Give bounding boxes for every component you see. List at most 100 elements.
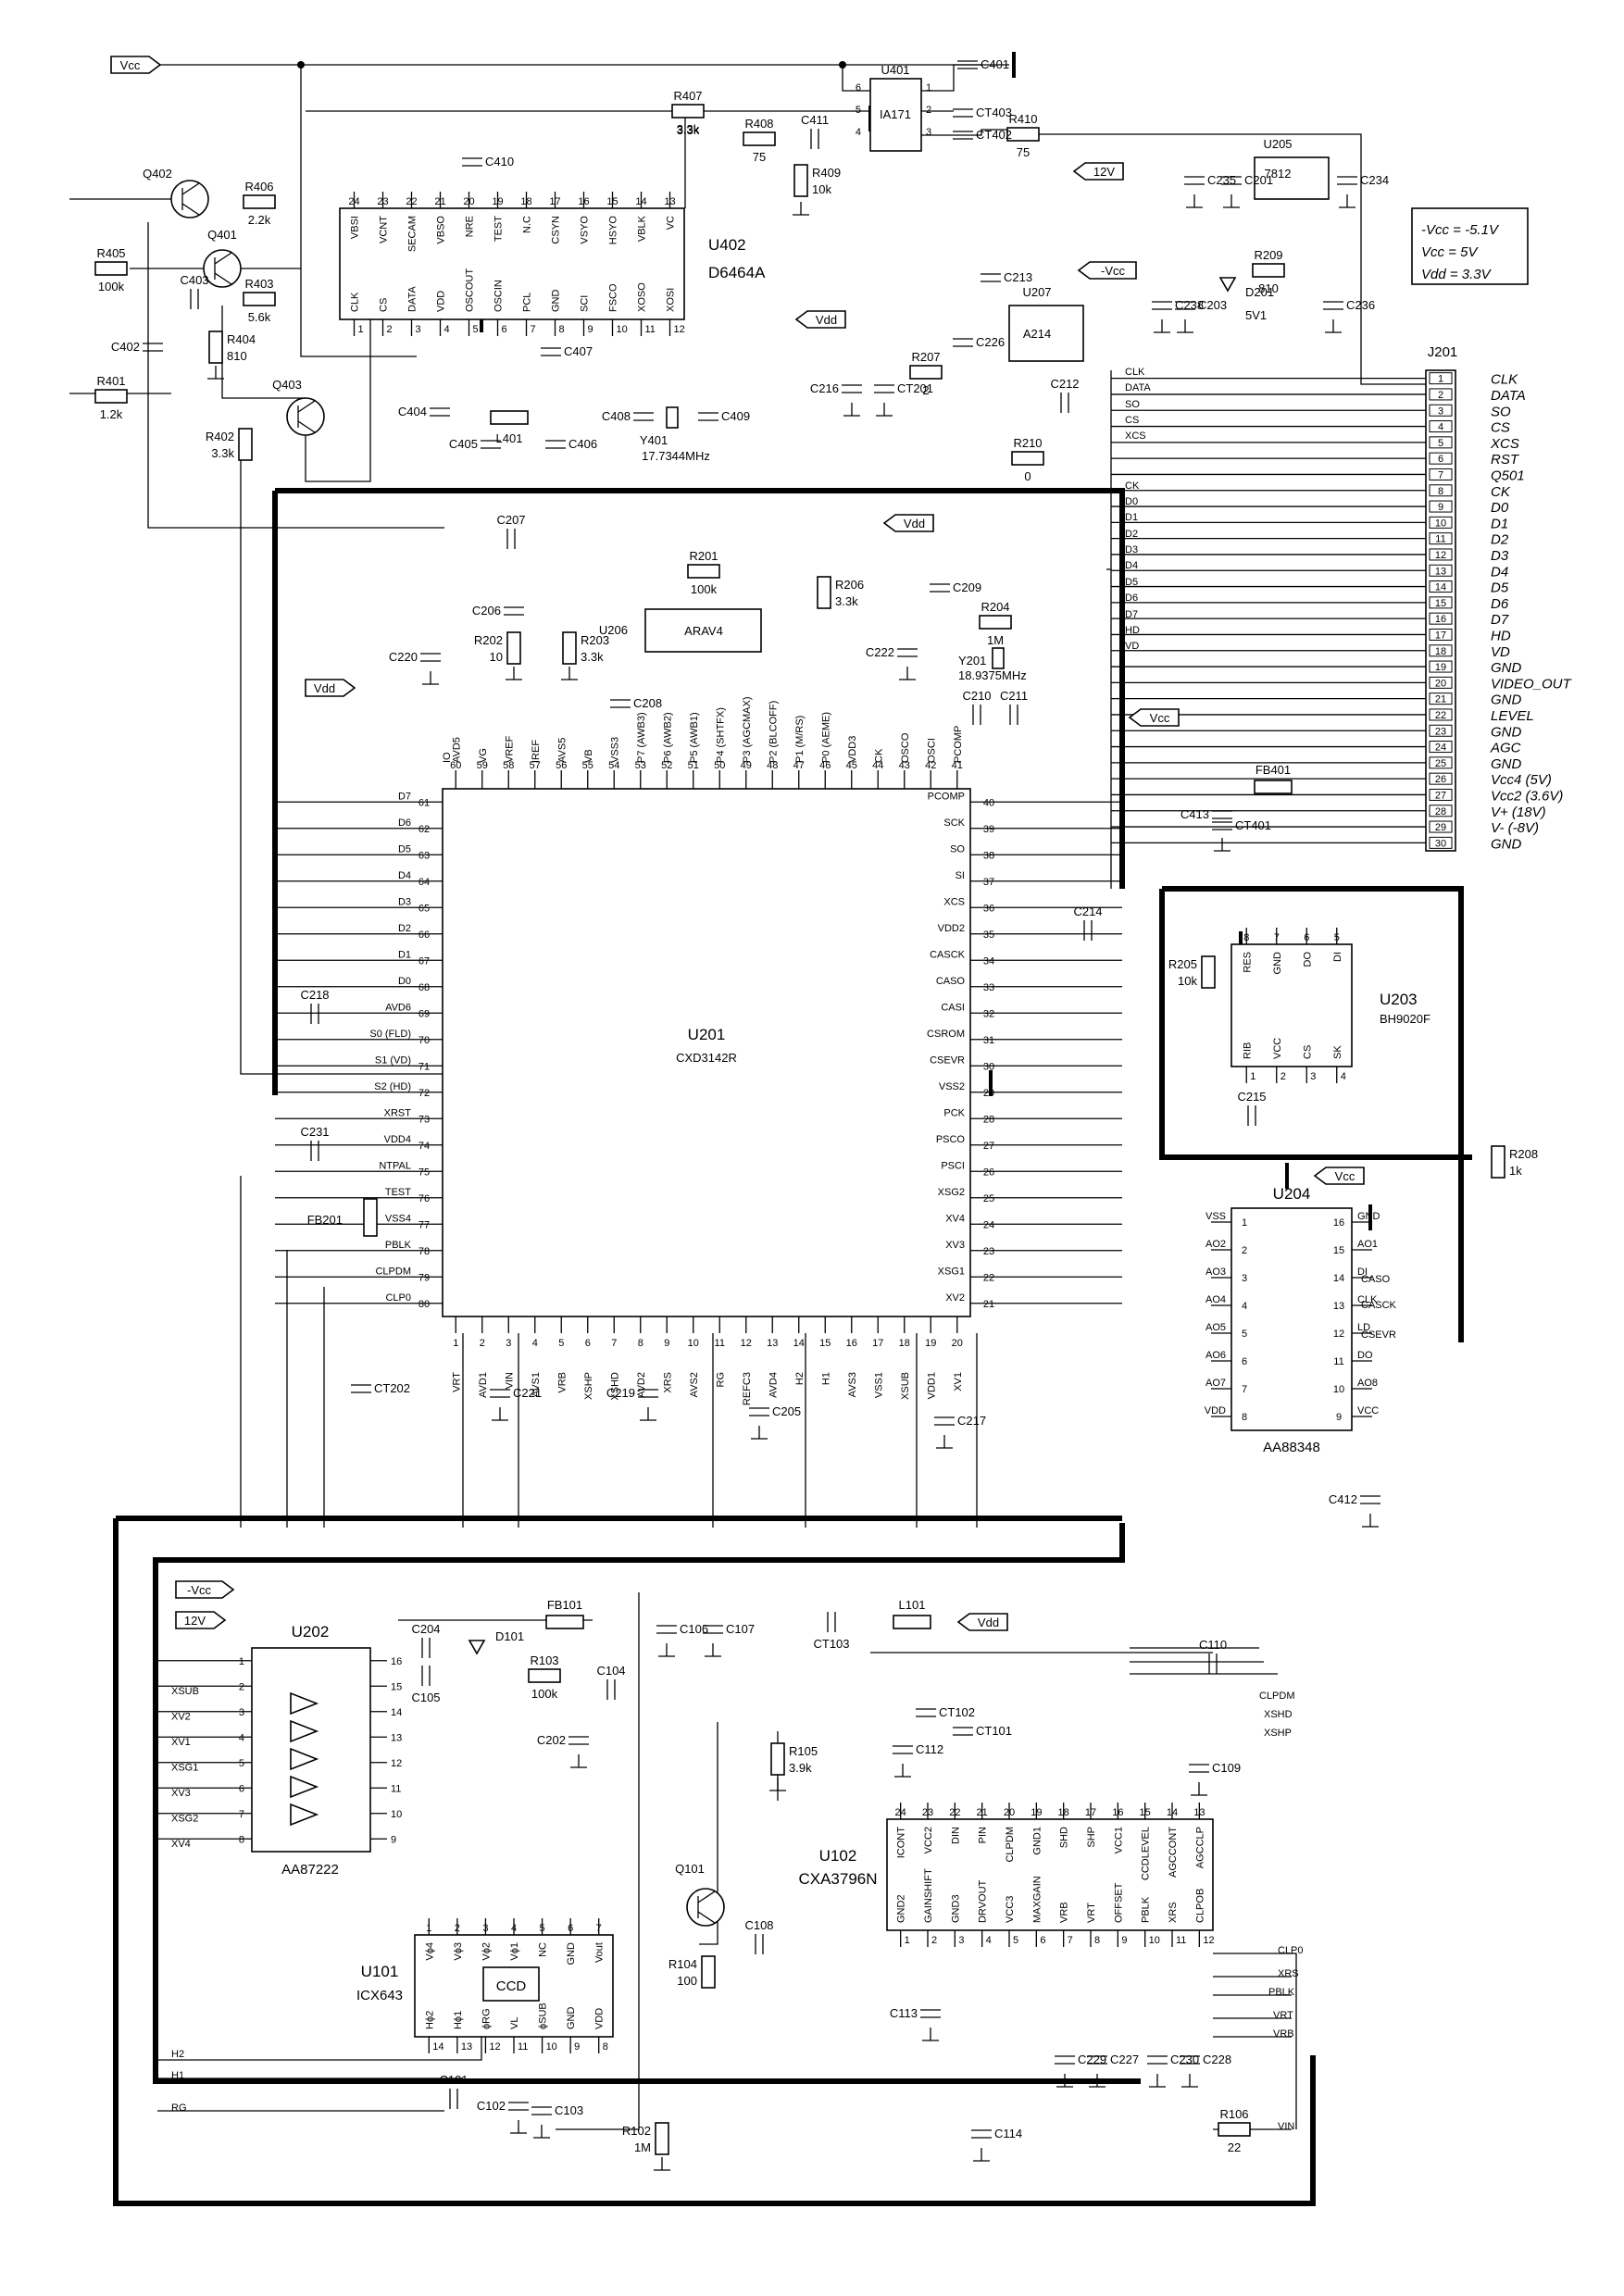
resistor-value: 3.3k bbox=[835, 594, 858, 608]
pin-name: CLK bbox=[350, 292, 361, 312]
pin-name: CASO bbox=[936, 976, 966, 987]
pin-name: VB bbox=[583, 749, 594, 763]
connector-pin-label: GND bbox=[1491, 660, 1522, 676]
pin-number: 24 bbox=[348, 196, 359, 207]
capacitor-ref: C402 bbox=[111, 340, 140, 354]
capacitor-ref: C209 bbox=[953, 580, 981, 594]
pin-number: 6 bbox=[856, 82, 861, 94]
capacitor-ref: C231 bbox=[300, 1125, 329, 1139]
resistor-ref: R405 bbox=[96, 246, 125, 260]
pin-number: 11 bbox=[715, 1338, 725, 1349]
capacitor-ref: C207 bbox=[496, 513, 525, 527]
resistor-value: 3.3k bbox=[581, 650, 604, 664]
pin-number: 23 bbox=[983, 1246, 994, 1257]
capacitor-ref: C102 bbox=[477, 2099, 506, 2113]
pin-number: 19 bbox=[1031, 1807, 1042, 1818]
pin-name: IREF bbox=[531, 740, 542, 763]
pin-number: 11 bbox=[1333, 1356, 1343, 1367]
pin-name: AGCCONT bbox=[1168, 1827, 1179, 1878]
pin-number: 8 bbox=[603, 2041, 608, 2053]
resistor-ref: R210 bbox=[1013, 436, 1042, 450]
connector-pin bbox=[1429, 388, 1453, 401]
transistor-body bbox=[686, 1888, 725, 1927]
pin-number: 8 bbox=[1438, 486, 1443, 497]
pin-number: 33 bbox=[983, 982, 994, 993]
vdd-flag bbox=[882, 514, 934, 532]
pin-number: 7 bbox=[596, 1923, 602, 1934]
pin-name: GND bbox=[551, 290, 562, 313]
buffer-amplifier bbox=[290, 1803, 319, 1827]
pin-number: 71 bbox=[418, 1061, 430, 1072]
capacitor-ref: C219 bbox=[606, 1386, 635, 1400]
pin-number: 10 bbox=[617, 324, 628, 335]
pin-name: VCC1 bbox=[1113, 1827, 1124, 1853]
pin-name: VCC bbox=[1357, 1405, 1379, 1416]
pin-number: 16 bbox=[391, 1656, 402, 1667]
pin-number: 15 bbox=[819, 1338, 831, 1349]
pin-number: 13 bbox=[1333, 1301, 1344, 1312]
pin-number: 29 bbox=[983, 1088, 994, 1099]
pin-number: 23 bbox=[1435, 726, 1446, 737]
pin-name: PCOMP bbox=[928, 791, 965, 802]
pin-name: Hϕ2 bbox=[424, 2011, 435, 2029]
wire bbox=[921, 64, 1009, 92]
pin-name: ϕSUB bbox=[538, 2003, 549, 2029]
connector-pin bbox=[1429, 820, 1453, 833]
capacitor-ref: C208 bbox=[633, 696, 662, 710]
pin-name: XSHD bbox=[609, 1372, 620, 1401]
pin-number: 66 bbox=[418, 930, 430, 941]
pin-name: SK bbox=[1332, 1045, 1343, 1059]
net-label: CLPDM bbox=[1259, 1691, 1295, 1702]
pin-name: SCK bbox=[943, 817, 965, 829]
connector-pin-label: D6 bbox=[1491, 596, 1509, 612]
connector-pin bbox=[1429, 436, 1453, 449]
pin-name: VRT bbox=[451, 1372, 462, 1392]
connector-pin-label: D1 bbox=[1491, 516, 1508, 531]
pin-number: 12 bbox=[1435, 550, 1446, 561]
pin-number: 26 bbox=[1435, 774, 1446, 785]
resistor-ref: R103 bbox=[530, 1653, 558, 1667]
pin-name: VDD3 bbox=[847, 736, 858, 763]
pin-number: 38 bbox=[983, 850, 994, 861]
pin-number: 9 bbox=[1438, 502, 1443, 513]
capacitor-ref: C210 bbox=[962, 689, 991, 703]
pin-name: AO3 bbox=[1206, 1267, 1226, 1278]
pin-number: 16 bbox=[1435, 614, 1446, 625]
connector-ref: J201 bbox=[1428, 344, 1458, 360]
pin-number: 7 bbox=[611, 1338, 617, 1349]
resistor-value: 2.2k bbox=[248, 213, 271, 227]
connector-pin-label: V- (-8V) bbox=[1491, 820, 1539, 836]
resistor-value: 100 bbox=[677, 1974, 697, 1988]
pin-name: XSG1 bbox=[938, 1266, 965, 1277]
pin-number: 80 bbox=[418, 1299, 430, 1310]
capacitor-ref: C212 bbox=[1050, 377, 1079, 391]
connector-pin bbox=[1429, 420, 1453, 433]
pin-number: 65 bbox=[418, 903, 430, 914]
pin-number: 20 bbox=[1004, 1807, 1015, 1818]
wire bbox=[556, 1592, 640, 2130]
pin-name: AVD1 bbox=[478, 1372, 489, 1398]
connector-pin bbox=[1429, 708, 1453, 721]
pin-number: 2 bbox=[480, 1338, 485, 1349]
pin-name: VSS1 bbox=[873, 1372, 884, 1398]
pin-number: 14 bbox=[1167, 1807, 1178, 1818]
ic-ref: U205 bbox=[1263, 137, 1292, 151]
pin-name: XOSI bbox=[666, 288, 677, 312]
pin-name: FSCO bbox=[608, 283, 619, 312]
net-label: D4 bbox=[1125, 560, 1138, 571]
net-flag-label: 12V bbox=[1093, 165, 1115, 179]
pin-number: 20 bbox=[1435, 678, 1446, 689]
ic-part: A214 bbox=[1023, 327, 1051, 341]
pin-number: 46 bbox=[819, 760, 831, 771]
vdd-flag bbox=[305, 679, 356, 697]
pin-name: ϕRG bbox=[481, 2008, 492, 2029]
resistor-value: 810 bbox=[1258, 281, 1279, 295]
pin-name: SECAM bbox=[407, 216, 418, 252]
pin-name: AO2 bbox=[1206, 1239, 1226, 1250]
pin-number: 12 bbox=[391, 1758, 402, 1769]
capacitor-ref: C227 bbox=[1110, 2053, 1139, 2066]
pin-name: PSCO bbox=[936, 1134, 966, 1145]
wires bbox=[69, 61, 1426, 2170]
pin-name: AVD2 bbox=[636, 1372, 647, 1398]
pin-number: 8 bbox=[1242, 1412, 1247, 1423]
